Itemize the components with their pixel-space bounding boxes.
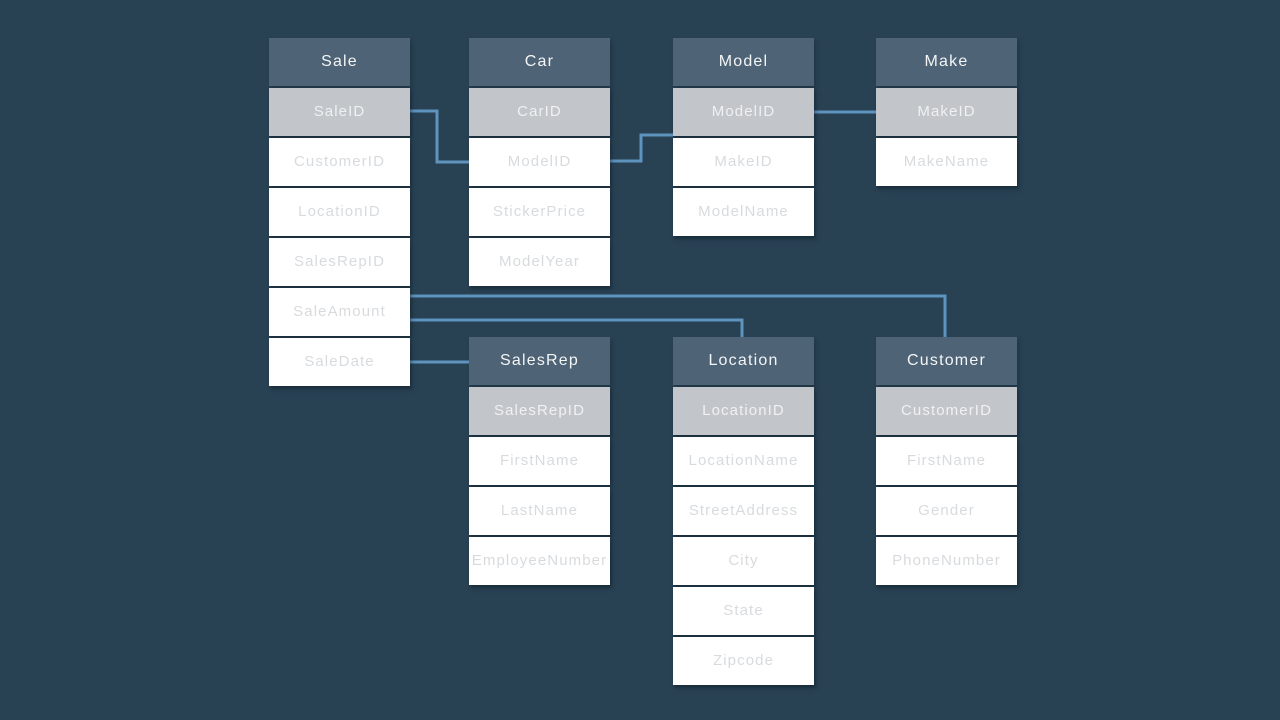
- table-salesrep-field-lastname: LastName: [469, 487, 610, 535]
- table-sale-field-saledate: SaleDate: [269, 338, 410, 386]
- table-sale-field-salesrepid: SalesRepID: [269, 238, 410, 286]
- table-car-field-modelyear: ModelYear: [469, 238, 610, 286]
- table-car-field-stickerprice: StickerPrice: [469, 188, 610, 236]
- table-location-field-streetaddress: StreetAddress: [673, 487, 814, 535]
- table-make-pk-field-makeid: MakeID: [876, 88, 1017, 136]
- table-salesrep-pk-field-salesrepid: SalesRepID: [469, 387, 610, 435]
- table-salesrep-field-firstname: FirstName: [469, 437, 610, 485]
- connector-sale-to-location: [410, 318, 744, 338]
- table-customer-field-gender: Gender: [876, 487, 1017, 535]
- table-location-title: Location: [673, 337, 814, 385]
- table-car-pk-field-carid: CarID: [469, 88, 610, 136]
- table-salesrep-title: SalesRep: [469, 337, 610, 385]
- table-customer-field-firstname: FirstName: [876, 437, 1017, 485]
- connector-sale-to-customer: [410, 294, 947, 338]
- table-customer-field-phonenumber: PhoneNumber: [876, 537, 1017, 585]
- table-sale-field-locationid: LocationID: [269, 188, 410, 236]
- table-car-title: Car: [469, 38, 610, 86]
- table-location-pk-field-locationid: LocationID: [673, 387, 814, 435]
- table-sale-field-customerid: CustomerID: [269, 138, 410, 186]
- table-location-field-locationname: LocationName: [673, 437, 814, 485]
- table-sale-field-saleamount: SaleAmount: [269, 288, 410, 336]
- table-model-title: Model: [673, 38, 814, 86]
- table-customer-title: Customer: [876, 337, 1017, 385]
- table-salesrep-field-employeenumber: EmployeeNumber: [469, 537, 610, 585]
- table-sale-pk-field-saleid: SaleID: [269, 88, 410, 136]
- table-sale-title: Sale: [269, 38, 410, 86]
- table-make-title: Make: [876, 38, 1017, 86]
- table-location-field-city: City: [673, 537, 814, 585]
- table-make-field-makename: MakeName: [876, 138, 1017, 186]
- connector-car-modelid-to-model: [609, 133, 673, 163]
- table-model-field-modelname: ModelName: [673, 188, 814, 236]
- table-customer-pk-field-customerid: CustomerID: [876, 387, 1017, 435]
- table-car-field-modelid: ModelID: [469, 138, 610, 186]
- table-location-field-state: State: [673, 587, 814, 635]
- connector-sale-saleid-to-car-modelid: [410, 109, 469, 164]
- table-model-pk-field-modelid: ModelID: [673, 88, 814, 136]
- table-location-field-zipcode: Zipcode: [673, 637, 814, 685]
- table-model-field-makeid: MakeID: [673, 138, 814, 186]
